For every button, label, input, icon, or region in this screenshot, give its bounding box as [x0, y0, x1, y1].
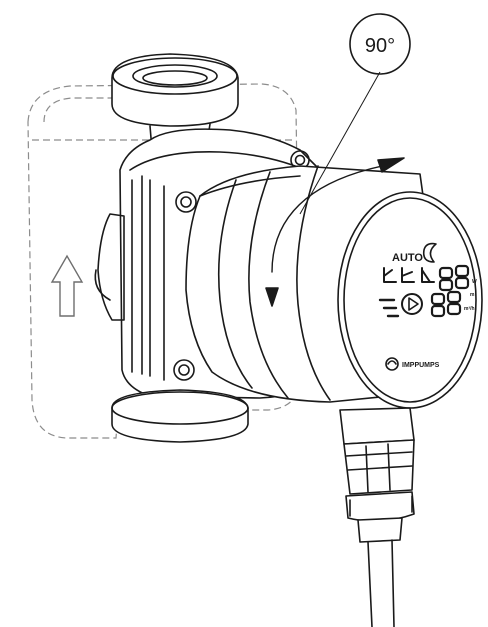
rotation-angle-label: 90° — [365, 35, 395, 57]
unit-meter-label: m — [470, 292, 475, 298]
brand-label: IMPPUMPS — [402, 362, 440, 369]
cable-gland — [339, 407, 415, 543]
power-cable — [367, 539, 395, 627]
brand-logo-icon — [385, 357, 399, 371]
display-panel: AUTO W m m³/h IMP — [378, 242, 477, 371]
play-button-icon — [401, 293, 423, 315]
curved-rotation-arrow-icon — [265, 157, 405, 307]
bottom-flange — [111, 389, 249, 443]
angle-callout: 90° — [299, 13, 411, 215]
auto-mode-label: AUTO — [392, 252, 423, 264]
upward-flow-arrow-icon — [50, 254, 84, 317]
unit-flow-label: m³/h — [464, 306, 475, 312]
speed-bars-icon — [378, 298, 400, 318]
pressure-curve-icons — [383, 267, 435, 283]
crescent-moon-icon — [422, 242, 437, 263]
led-digits — [430, 264, 470, 318]
unit-watt-label: W — [472, 279, 477, 285]
